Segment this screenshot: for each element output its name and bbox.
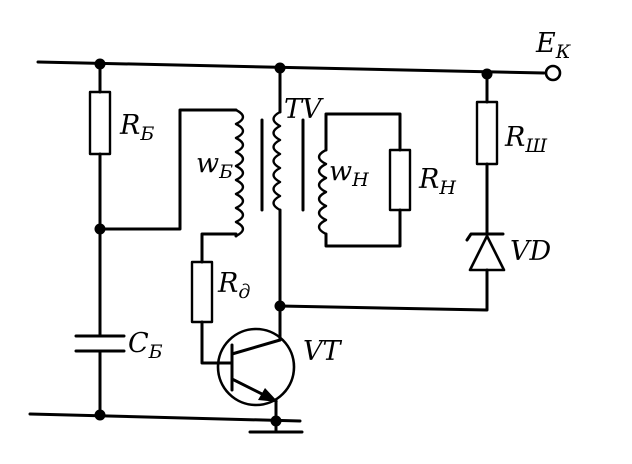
wn-winding xyxy=(317,148,328,236)
vt-label: VT xyxy=(303,336,342,367)
rn-resistor xyxy=(388,148,412,212)
vd-zener-diode xyxy=(465,232,506,272)
base-feed-wire xyxy=(98,108,238,231)
wn-label: wН xyxy=(329,156,369,191)
primary-winding xyxy=(272,110,282,212)
load-top-wire xyxy=(324,112,402,152)
junction-dot xyxy=(274,300,286,312)
ground-rail xyxy=(28,412,302,423)
junction-dot xyxy=(274,62,286,74)
wb-to-rd-wire xyxy=(200,232,238,264)
rn-label: RН xyxy=(418,164,456,199)
junction-dot xyxy=(94,58,106,70)
rsh-label: RШ xyxy=(504,122,547,157)
wb-label: wБ xyxy=(196,148,233,183)
vd-to-collector-wire xyxy=(278,268,489,312)
wb-winding xyxy=(234,108,245,238)
junction-dot xyxy=(94,223,106,235)
rd-label: Rд xyxy=(217,268,250,303)
rd-resistor xyxy=(190,260,214,324)
junction-dot xyxy=(94,409,106,421)
junction-dot xyxy=(270,415,282,427)
junction-dot xyxy=(481,68,493,80)
ek-terminal xyxy=(544,64,562,82)
rb-resistor xyxy=(88,90,112,156)
base-lead xyxy=(200,320,234,365)
cb-label: CБ xyxy=(128,328,163,363)
supply-rail xyxy=(36,60,546,75)
vt-transistor xyxy=(216,327,296,407)
vd-label: VD xyxy=(510,236,551,267)
load-bottom-wire xyxy=(324,208,402,248)
rsh-resistor xyxy=(475,100,499,166)
rb-label: RБ xyxy=(119,110,154,145)
rb-resistor-branch xyxy=(88,62,112,338)
tv-label: TV xyxy=(284,94,324,125)
ek-label: EК xyxy=(535,28,572,63)
cb-capacitor xyxy=(74,334,126,418)
